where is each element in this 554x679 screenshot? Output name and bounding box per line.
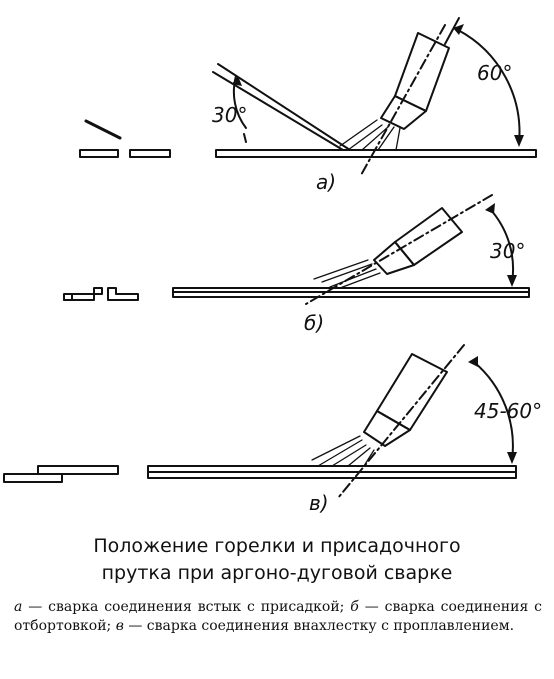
- torch-angle-arc-b: [485, 203, 517, 287]
- legend-text-c: — сварка соединения внахлестку с проплав…: [128, 618, 515, 634]
- flanged-joint-section: [63, 287, 139, 301]
- legend-text-a: — сварка соединения встык с присадкой;: [28, 599, 345, 615]
- torch-angle-label-a: 60°: [477, 61, 512, 85]
- welding-diagram: 30° 60° а): [3, 17, 542, 515]
- arc-flame-a: [339, 119, 401, 151]
- torch-angle-arc-c: [468, 356, 517, 464]
- legend-key-b: б: [350, 599, 359, 615]
- torch-c: [337, 344, 465, 499]
- panel-label-b: б): [304, 311, 324, 335]
- caption-line-1: Положение горелки и присадочного: [93, 535, 461, 557]
- figure-legend: а — сварка соединения встык с присадкой;…: [14, 598, 542, 636]
- panel-a: 30° 60° а): [79, 17, 537, 194]
- lap-joint-section: [3, 465, 119, 483]
- panel-b: 30° б): [63, 194, 530, 335]
- rod-angle-arc: [232, 75, 247, 143]
- torch-angle-label-b: 30°: [490, 239, 525, 263]
- arc-flame-c: [311, 435, 375, 467]
- panel-label-c: в): [309, 491, 329, 515]
- workpiece-b: [172, 287, 530, 298]
- torch-angle-arc-a: [444, 17, 524, 147]
- legend-key-c: в: [115, 618, 124, 634]
- legend-text-b: — сварка соединения с отбортовкой;: [14, 599, 543, 634]
- panel-c: 45-60° в): [3, 344, 542, 515]
- panel-label-a: а): [316, 170, 336, 194]
- arc-flame-b: [313, 259, 381, 289]
- rod-angle-label: 30°: [212, 103, 247, 127]
- butt-joint-section: [79, 119, 171, 158]
- torch-angle-label-c: 45-60°: [474, 399, 542, 423]
- legend-key-a: а: [14, 599, 23, 615]
- workpiece-a: [215, 149, 537, 158]
- torch-b: [305, 194, 493, 305]
- torch-a: [360, 24, 450, 176]
- caption-line-2: прутка при аргоно-дуговой сварке: [101, 562, 453, 584]
- workpiece-c: [147, 465, 517, 479]
